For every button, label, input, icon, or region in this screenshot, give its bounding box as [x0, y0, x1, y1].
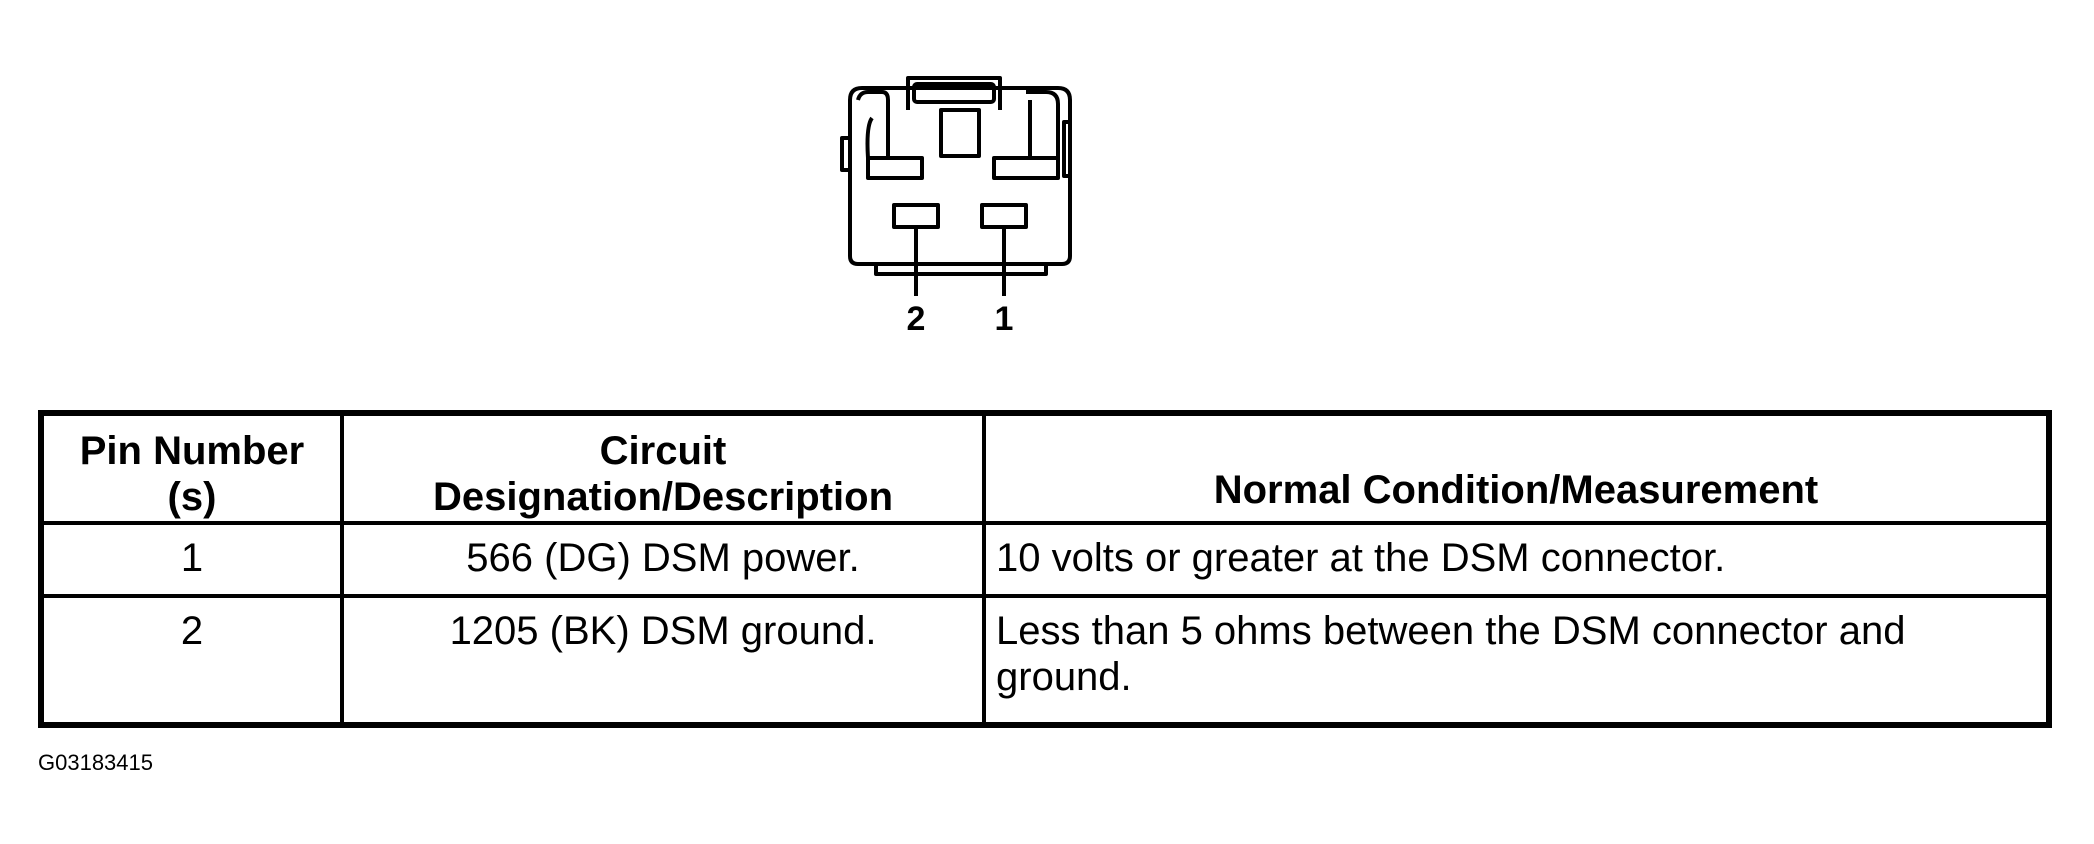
- connector-housing: [848, 86, 1072, 266]
- connector-left-shelf: [866, 156, 924, 180]
- cell-pin: 1: [39, 520, 344, 599]
- connector-left-rib: [840, 136, 850, 172]
- connector-bottom-lip: [874, 264, 1048, 276]
- cell-condition: Less than 5 ohms between the DSM connect…: [982, 594, 2051, 727]
- connector-right-shelf: [992, 156, 1060, 180]
- table-header-row: Pin Number (s) Circuit Designation/Descr…: [39, 411, 2051, 525]
- header-pin-line2: (s): [167, 475, 217, 519]
- terminal-cavity-pin-2: [892, 203, 940, 229]
- table-row: 1 566 (DG) DSM power. 10 volts or greate…: [39, 520, 2051, 599]
- header-condition: Normal Condition/Measurement: [982, 411, 2051, 525]
- connector-left-pocket: [856, 90, 890, 160]
- terminal-cavity-pin-1: [980, 203, 1028, 229]
- connector-latch-housing: [906, 76, 1002, 110]
- header-circuit-line1: Circuit: [599, 429, 727, 473]
- cell-circuit: 566 (DG) DSM power.: [340, 520, 986, 599]
- header-pin-number: Pin Number (s): [39, 411, 344, 525]
- cell-condition: 10 volts or greater at the DSM connector…: [982, 520, 2051, 599]
- header-pin-line1: Pin Number: [79, 429, 305, 473]
- pin-label-2: 2: [907, 300, 926, 338]
- table-row: 2 1205 (BK) DSM ground. Less than 5 ohms…: [39, 594, 2051, 727]
- header-circuit: Circuit Designation/Description: [340, 411, 986, 525]
- connector-latch-tab: [939, 108, 981, 158]
- cell-circuit: 1205 (BK) DSM ground.: [340, 594, 986, 727]
- figure-id: G03183415: [38, 750, 153, 775]
- connector-right-pocket: [1026, 90, 1060, 160]
- connector-latch-inner: [912, 82, 996, 104]
- cell-pin: 2: [39, 594, 344, 727]
- connector-diagram: 2 1: [840, 76, 1072, 338]
- pinout-table: Pin Number (s) Circuit Designation/Descr…: [38, 410, 2052, 728]
- pin-label-1: 1: [995, 300, 1014, 338]
- header-circuit-line2: Designation/Description: [432, 475, 894, 519]
- connector-right-rib: [1062, 120, 1070, 178]
